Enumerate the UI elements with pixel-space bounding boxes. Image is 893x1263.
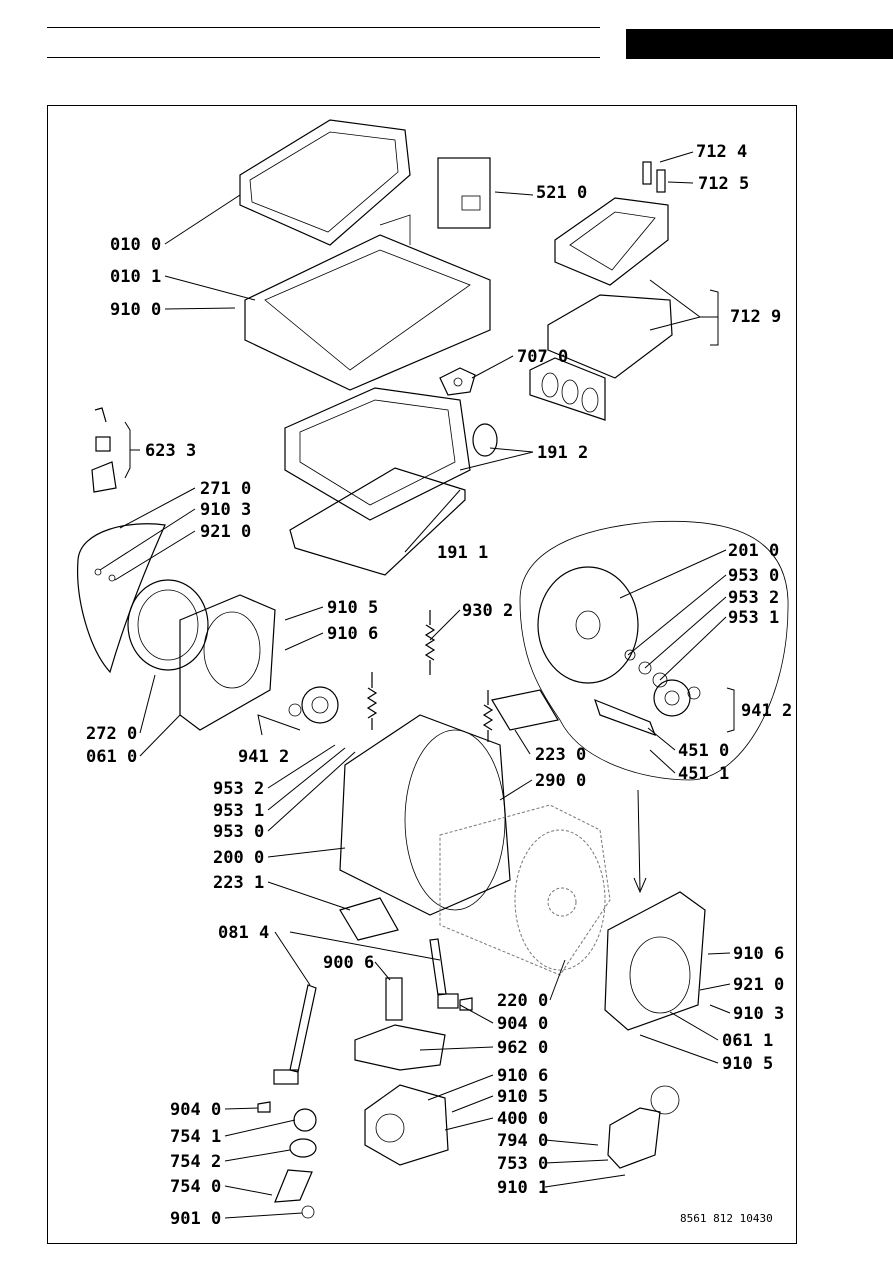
rear-tub-part [537,566,668,688]
label-223-0: 223 0 [535,745,586,765]
counterweight-bottom-part [339,897,399,941]
part-labels: 010 0 010 1 910 0 521 0 712 4 712 5 712 … [86,142,792,1229]
pin-712-5-part [656,169,666,193]
rear-tub-group-outline [519,520,789,781]
label-712-5: 712 5 [698,174,749,194]
side-panel-right-part [604,891,706,1031]
label-900-6: 900 6 [323,953,374,973]
label-904-0-upper: 904 0 [497,1014,548,1034]
gasket-part [289,467,466,576]
label-191-1: 191 1 [437,543,488,563]
label-921-0-right: 921 0 [733,975,784,995]
label-223-1: 223 1 [213,873,264,893]
label-220-0: 220 0 [497,991,548,1011]
valve-707-part [439,367,476,396]
bottom-plate-part [354,1024,446,1071]
label-962-0: 962 0 [497,1038,548,1058]
detergent-dispenser-part [529,197,673,421]
label-953-2-right: 953 2 [728,588,779,608]
label-930-2: 930 2 [462,601,513,621]
label-910-3-top: 910 3 [200,500,251,520]
tub-ring-part [284,387,498,521]
label-910-5-right: 910 5 [722,1054,773,1074]
label-904-0-lower: 904 0 [170,1100,221,1120]
label-754-1: 754 1 [170,1127,221,1147]
label-061-1: 061 1 [722,1031,773,1051]
label-712-9: 712 9 [730,307,781,327]
diagram-code: 8561 812 10430 [680,1212,773,1225]
label-521-0: 521 0 [536,183,587,203]
label-953-0-right: 953 0 [728,566,779,586]
label-921-0-top: 921 0 [200,522,251,542]
label-081-4: 081 4 [218,923,269,943]
heater-part [594,698,657,737]
label-910-3-right: 910 3 [733,1004,784,1024]
label-910-0: 910 0 [110,300,161,320]
seal-754-2-part [289,1138,317,1158]
shock-absorber-part [273,938,459,1085]
header-rule-bottom [47,57,600,58]
electronic-module-part [607,1085,680,1169]
label-451-0: 451 0 [678,741,729,761]
clip-904-upper-part [459,997,473,1011]
header-rule-top [47,27,600,28]
hose-754-0-part [274,1169,313,1203]
label-272-0: 272 0 [86,724,137,744]
label-910-5-bottom: 910 5 [497,1087,548,1107]
label-910-1: 910 1 [497,1178,548,1198]
header-black-tab [626,29,893,59]
label-941-2-right: 941 2 [741,701,792,721]
pulley-right-part [653,679,701,717]
label-191-2: 191 2 [537,443,588,463]
drain-pump-part [364,1084,449,1166]
outer-tub-part [339,714,511,916]
program-label-part [437,157,491,229]
clip-904-part [257,1101,271,1113]
label-010-1: 010 1 [110,267,161,287]
leader-lines [99,151,735,1219]
label-794-0: 794 0 [497,1131,548,1151]
spring-930-part [366,610,494,742]
label-753-0: 753 0 [497,1154,548,1174]
label-290-0: 290 0 [535,771,586,791]
label-712-4: 712 4 [696,142,747,162]
label-910-6-bottom: 910 6 [497,1066,548,1086]
label-910-6-right: 910 6 [733,944,784,964]
label-953-2-left: 953 2 [213,779,264,799]
rear-panel-part [77,523,166,674]
pulley-left-part [288,686,339,724]
diagram-frame [47,105,797,1244]
top-cover-part [239,119,411,246]
label-941-2-left: 941 2 [238,747,289,767]
label-200-0: 200 0 [213,848,264,868]
cabinet-top-frame-part [244,214,491,391]
clamp-901-part [301,1205,315,1219]
label-910-6-top: 910 6 [327,624,378,644]
label-400-0: 400 0 [497,1109,548,1129]
label-910-5-top: 910 5 [327,598,378,618]
label-953-0-left: 953 0 [213,822,264,842]
pin-712-4-part [642,161,652,185]
drum-part [439,804,611,976]
label-754-2: 754 2 [170,1152,221,1172]
counterweight-top-part [491,689,559,731]
label-623-3: 623 3 [145,441,196,461]
label-010-0: 010 0 [110,235,161,255]
label-754-0: 754 0 [170,1177,221,1197]
label-271-0: 271 0 [200,479,251,499]
side-panel-left-part [179,594,276,731]
label-953-1-right: 953 1 [728,608,779,628]
bearing-ring-part [127,579,209,671]
filter-900-part [385,977,403,1021]
label-901-0: 901 0 [170,1209,221,1229]
label-201-0: 201 0 [728,541,779,561]
label-707-0: 707 0 [517,347,568,367]
ball-754-1-part [293,1108,317,1132]
label-953-1-left: 953 1 [213,801,264,821]
label-451-1: 451 1 [678,764,729,784]
label-061-0: 061 0 [86,747,137,767]
door-lock-part [91,407,117,493]
